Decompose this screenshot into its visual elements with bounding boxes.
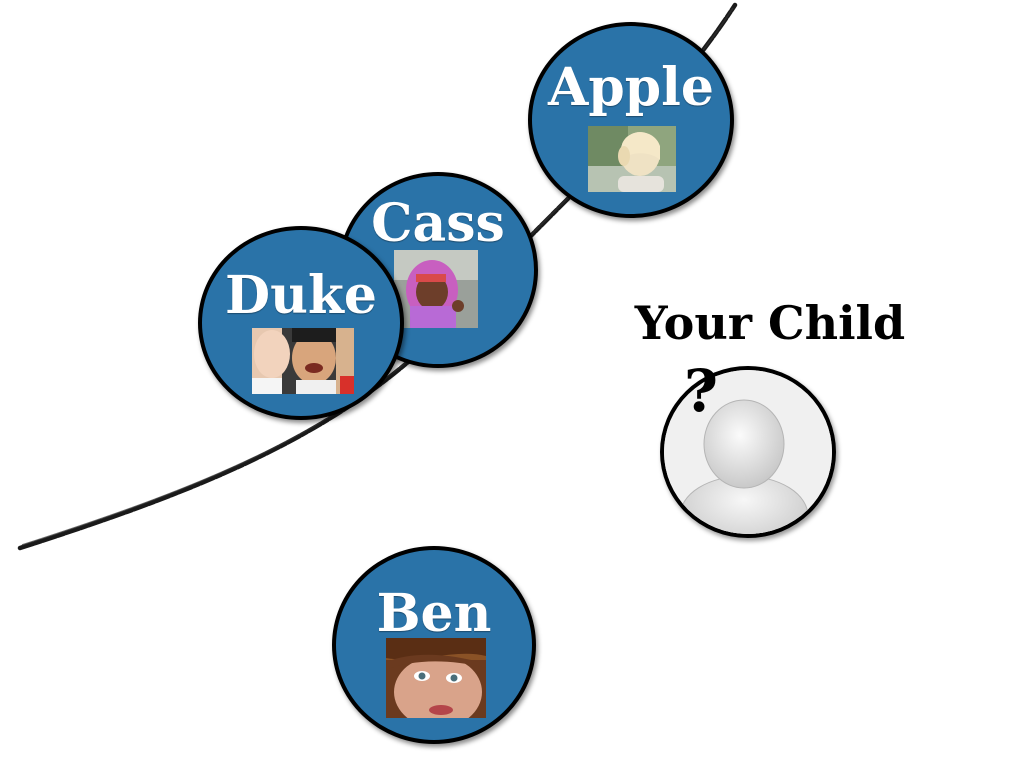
boy-portrait-photo [386, 638, 486, 718]
child-name-duke: Duke [224, 265, 377, 326]
child-name-ben: Ben [376, 583, 492, 644]
child-bubble-apple: Apple [528, 22, 734, 218]
blonde-girl-photo [588, 126, 676, 192]
child-bubble-ben: Ben [332, 546, 536, 744]
unknown-child-avatar [660, 366, 836, 538]
child-pink-hood-photo [394, 250, 478, 328]
your-child-label: Your Child [634, 296, 906, 350]
laughing-children-photo [252, 328, 354, 394]
child-bubble-duke: Duke [198, 226, 404, 420]
person-silhouette-icon [664, 370, 832, 534]
question-mark: ? [684, 357, 718, 425]
child-name-cass: Cass [371, 193, 505, 254]
child-name-apple: Apple [548, 57, 714, 118]
